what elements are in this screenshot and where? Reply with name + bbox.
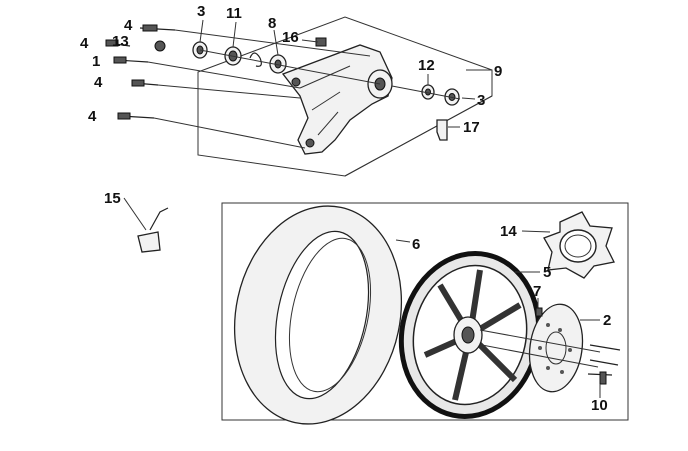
- callout-3-right: 3: [477, 92, 485, 109]
- disc-bolts: [479, 307, 621, 385]
- callout-4-top: 4: [124, 17, 133, 34]
- callout-7: 7: [533, 283, 541, 300]
- callout-1: 1: [92, 53, 100, 70]
- callout-6: 6: [412, 236, 420, 253]
- callout-10: 10: [591, 397, 608, 414]
- upper-assembly-frame: [197, 16, 493, 177]
- valve-part: [137, 207, 169, 253]
- hub-flange: [543, 211, 615, 279]
- callout-12: 12: [418, 57, 435, 74]
- callout-9: 9: [494, 63, 502, 80]
- callout-labels: 4 3 11 8 16 4 13 1 4 4 12 9 3 17 15 14 6…: [80, 3, 611, 414]
- callout-16: 16: [282, 29, 299, 46]
- callout-2: 2: [603, 312, 611, 329]
- callout-11: 11: [226, 5, 242, 22]
- callout-4-bottom: 4: [88, 108, 97, 125]
- callout-13: 13: [112, 33, 129, 50]
- callout-3-top: 3: [197, 3, 205, 20]
- callout-15: 15: [104, 190, 121, 207]
- callout-17: 17: [463, 119, 480, 136]
- callout-4-third: 4: [94, 74, 103, 91]
- callout-14: 14: [500, 223, 517, 240]
- callout-8: 8: [268, 15, 276, 32]
- tire: [233, 205, 403, 425]
- bearings-right: [391, 84, 461, 141]
- callout-4-second: 4: [80, 35, 89, 52]
- swing-arm-bracket: [281, 44, 393, 155]
- brake-disc: [528, 303, 584, 393]
- callout-5: 5: [543, 264, 551, 281]
- lower-assembly-frame: [221, 202, 629, 421]
- wheel-rim: [398, 251, 542, 419]
- bolts-left: [105, 24, 371, 149]
- leader-lines: [123, 19, 601, 398]
